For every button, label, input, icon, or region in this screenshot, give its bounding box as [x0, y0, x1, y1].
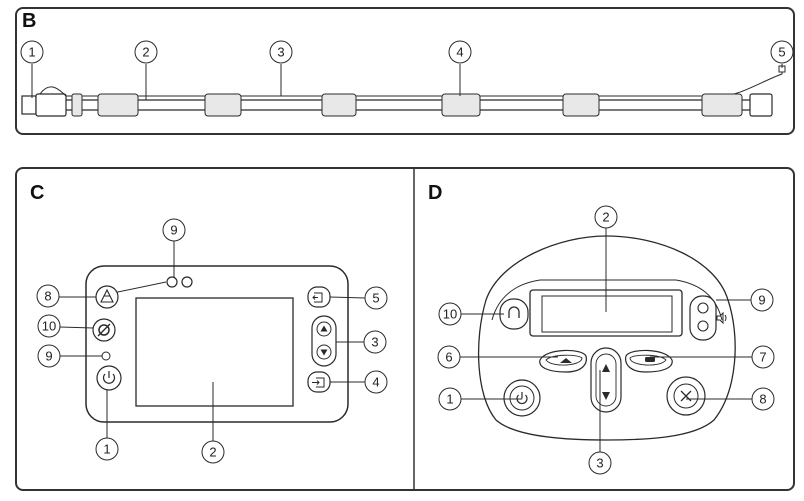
callout-c-4-label: 4 — [372, 375, 379, 390]
callout-d-2 — [594, 205, 618, 229]
callout-d-9 — [750, 288, 774, 312]
callout-b-5-label: 5 — [778, 45, 785, 60]
callout-c-8 — [36, 284, 60, 308]
panel-b-letter: B — [22, 10, 36, 32]
callout-c-9-top — [162, 218, 186, 242]
callout-c-5-label: 5 — [372, 291, 379, 306]
up-down-rocker[interactable] — [590, 347, 622, 413]
led-indicator-icon — [181, 276, 193, 288]
callout-c-10 — [37, 314, 61, 338]
power-icon — [102, 371, 116, 384]
callout-b-3 — [269, 40, 293, 64]
down-arrow-icon — [602, 392, 610, 400]
power-icon — [516, 392, 528, 405]
panel-d-callouts — [437, 205, 775, 475]
led-indicator-icon — [697, 320, 709, 332]
led-indicator-icon — [697, 302, 709, 314]
callout-c-9-label: 9 — [45, 349, 52, 364]
callout-d-8-label: 8 — [759, 392, 766, 407]
callout-c-1-label: 1 — [103, 442, 110, 457]
callout-b-2-label: 2 — [142, 45, 149, 60]
callout-c-2-label: 2 — [209, 445, 216, 460]
led-indicator-icon — [166, 276, 178, 288]
panel-b-callouts — [20, 40, 794, 100]
audio-pause-icon — [98, 324, 110, 336]
callout-d-2-label: 2 — [602, 210, 609, 225]
tube-clips — [71, 93, 743, 117]
headphone-icon — [508, 306, 520, 318]
panel-d-letter: D — [428, 182, 442, 204]
up-arrow-icon — [320, 325, 328, 332]
callout-c-5 — [364, 286, 388, 310]
callout-d-6-label: 6 — [445, 350, 452, 365]
led-cable — [112, 281, 167, 294]
callout-d-1 — [438, 387, 462, 411]
ventilator-c-screen — [135, 297, 294, 407]
callout-c-2 — [201, 440, 225, 464]
panel-c-callouts — [36, 218, 388, 464]
menu-exit-icon — [312, 292, 323, 303]
panel-cd-frame — [15, 167, 795, 491]
callout-c-3-label: 3 — [371, 335, 378, 350]
callout-d-10 — [438, 302, 462, 326]
callout-c-9 — [37, 344, 61, 368]
callout-d-7-label: 7 — [759, 350, 766, 365]
callout-b-1 — [20, 40, 44, 64]
panel-d: D — [428, 182, 775, 475]
menu-enter-icon — [312, 377, 325, 388]
speaker-icon — [716, 311, 727, 325]
panel-d-leaders — [460, 228, 752, 452]
callout-c-4 — [364, 370, 388, 394]
callout-b-5 — [770, 40, 794, 64]
callout-d-10-label: 10 — [443, 307, 457, 322]
menu-exit-button[interactable] — [307, 286, 331, 308]
callout-c-9-top-label: 9 — [170, 223, 177, 238]
panel-c: C — [15, 167, 795, 491]
headphone-button[interactable] — [499, 298, 529, 330]
panel-c-letter: C — [30, 182, 44, 204]
callout-b-4 — [448, 40, 472, 64]
callout-d-3-label: 3 — [596, 456, 603, 471]
left-button-icon — [560, 358, 572, 363]
speaker-led-cluster — [689, 295, 717, 341]
callout-d-3 — [588, 451, 612, 475]
callout-d-7 — [751, 345, 775, 369]
panel-b: B — [15, 7, 795, 135]
callout-d-6 — [437, 345, 461, 369]
panel-c-leaders — [59, 241, 366, 441]
status-led — [101, 351, 111, 361]
callout-c-3 — [363, 330, 387, 354]
callout-c-8-label: 8 — [44, 289, 51, 304]
callout-b-4-label: 4 — [456, 45, 463, 60]
callout-b-3-label: 3 — [277, 45, 284, 60]
callout-d-9-label: 9 — [758, 293, 765, 308]
callout-b-2 — [134, 40, 158, 64]
callout-d-8 — [751, 387, 775, 411]
right-button-icon — [645, 357, 655, 362]
callout-d-1-label: 1 — [446, 392, 453, 407]
callout-b-1-label: 1 — [28, 45, 35, 60]
down-arrow-icon — [320, 349, 328, 356]
up-arrow-icon — [602, 364, 610, 372]
callout-c-1 — [95, 437, 119, 461]
callout-c-10-label: 10 — [42, 319, 56, 334]
alarm-icon — [100, 288, 114, 303]
panel-b-frame — [15, 7, 795, 135]
